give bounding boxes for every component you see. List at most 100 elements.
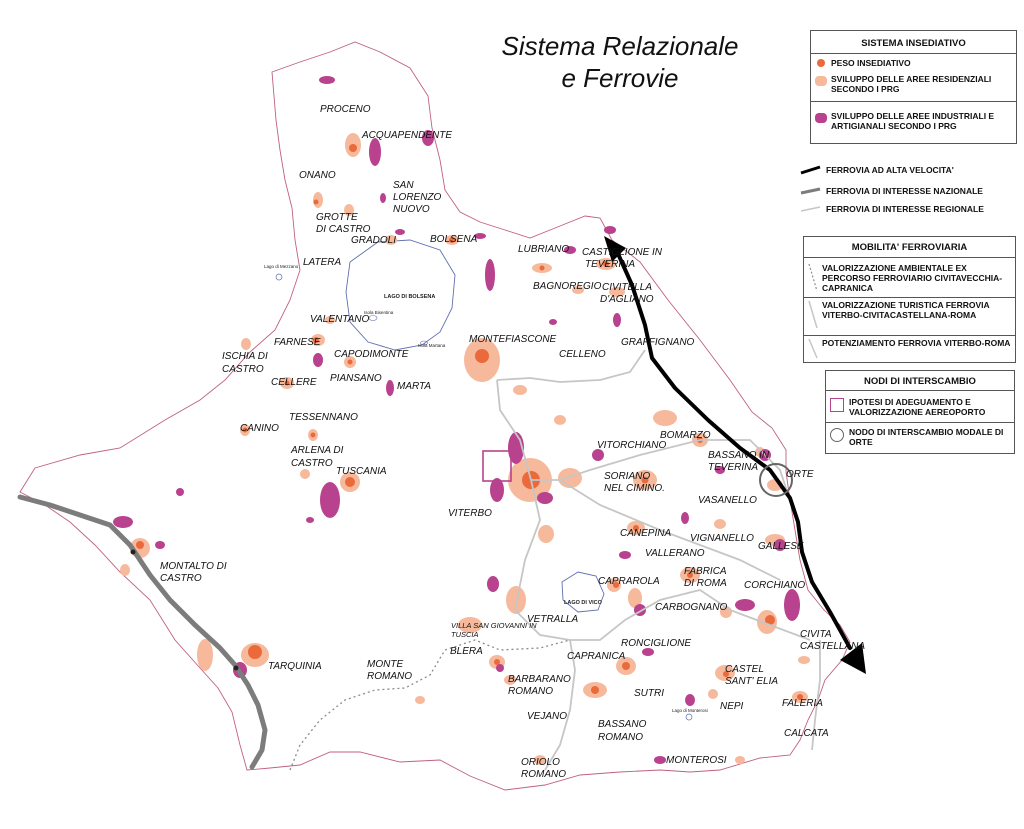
legend-label: NODO DI INTERSCAMBIO MODALE DI ORTE bbox=[849, 427, 1004, 447]
town-label: MARTA bbox=[397, 381, 431, 392]
isola-martana-label: Isola Martana bbox=[418, 343, 446, 348]
town-label: CAPRAROLA bbox=[598, 576, 660, 587]
legend-header: MOBILITA' FERROVIARIA bbox=[851, 242, 968, 253]
town-label: ROMANO bbox=[521, 769, 566, 780]
lake-mezzano-label: Lago di Mezzano bbox=[264, 264, 299, 269]
legend-label: PESO INSEDIATIVO bbox=[831, 58, 911, 68]
town-label: MONTE bbox=[367, 659, 403, 670]
airport-swatch-icon bbox=[830, 398, 844, 412]
town-label: VEJANO bbox=[527, 711, 567, 722]
map-title-line1: Sistema Relazionale bbox=[501, 31, 739, 61]
town-label: VETRALLA bbox=[527, 614, 578, 625]
ex-railway-civitavecchia-capranica bbox=[289, 639, 571, 771]
town-label: TUSCIA bbox=[451, 630, 479, 639]
town-label: SORIANO bbox=[604, 471, 650, 482]
town-label: GROTTE bbox=[316, 212, 358, 223]
lake-vico-label: LAGO DI VICO bbox=[564, 600, 603, 606]
town-label: BOMARZO bbox=[660, 430, 711, 441]
town-label: GALLESE bbox=[758, 541, 804, 552]
town-label: FABRICA bbox=[684, 566, 727, 577]
town-label: SUTRI bbox=[634, 688, 664, 699]
legend-rail-mobility: MOBILITA' FERROVIARIA VALORIZZAZIONE AMB… bbox=[803, 236, 1016, 363]
town-label: BOLSENA bbox=[430, 234, 478, 245]
town-label: CANEPINA bbox=[620, 528, 671, 539]
industrial-swatch-icon bbox=[815, 113, 827, 123]
town-label: GRAFFIGNANO bbox=[621, 337, 695, 348]
town-label: PROCENO bbox=[320, 104, 371, 115]
town-label: DI ROMA bbox=[684, 578, 727, 589]
town-label: CARBOGNANO bbox=[655, 602, 727, 613]
lake-bolsena bbox=[345, 239, 456, 351]
settlement-dots bbox=[136, 144, 803, 700]
town-label: SANT' ELIA bbox=[725, 676, 778, 687]
residential-areas bbox=[120, 133, 810, 765]
town-label: RONCIGLIONE bbox=[621, 638, 691, 649]
town-label: NUOVO bbox=[393, 204, 430, 215]
legend-label: SVILUPPO DELLE AREE RESIDENZIALI SECONDO… bbox=[831, 74, 992, 94]
town-label: CANINO bbox=[240, 423, 279, 434]
town-label: ORTE bbox=[786, 469, 814, 480]
town-label: D'AGLIANO bbox=[600, 294, 654, 305]
legend-label: POTENZIAMENTO FERROVIA VITERBO-ROMA bbox=[822, 338, 1011, 348]
town-label: TUSCANIA bbox=[336, 466, 387, 477]
legend-label: FERROVIA DI INTERESSE REGIONALE bbox=[826, 204, 984, 214]
town-label: CASTRO bbox=[160, 573, 202, 584]
town-label: VASANELLO bbox=[698, 495, 757, 506]
national-rail-swatch-icon bbox=[800, 187, 821, 195]
viterbo-airport-icon bbox=[482, 450, 512, 482]
legend-label: VALORIZZAZIONE TURISTICA FERROVIA VITERB… bbox=[822, 300, 990, 320]
town-label: BARBARANO bbox=[508, 674, 571, 685]
town-label: BASSANO bbox=[598, 719, 647, 730]
town-label: ROMANO bbox=[508, 686, 553, 697]
town-label: BASSANO IN bbox=[708, 450, 770, 461]
legend-settlement-system: SISTEMA INSEDIATIVO PESO INSEDIATIVO SVI… bbox=[810, 30, 1017, 144]
town-label: CASTIGLIONE IN bbox=[582, 247, 663, 258]
legend-header: SISTEMA INSEDIATIVO bbox=[861, 38, 966, 49]
high-speed-arrow-north-icon bbox=[604, 236, 626, 262]
ex-railway-dotted-swatch-icon bbox=[808, 263, 818, 292]
town-label: CALCATA bbox=[784, 728, 829, 739]
peso-insediativo-swatch-icon bbox=[817, 59, 825, 67]
town-label: CASTEL bbox=[725, 664, 764, 675]
town-label: TARQUINIA bbox=[268, 661, 322, 672]
legend-label: VALORIZZAZIONE AMBIENTALE EX PERCORSO FE… bbox=[822, 263, 1003, 293]
town-label: ACQUAPENDENTE bbox=[361, 130, 452, 141]
town-label: ROMANO bbox=[598, 732, 643, 743]
town-label: NEPI bbox=[720, 701, 744, 712]
legend-header: NODI DI INTERSCAMBIO bbox=[864, 376, 976, 387]
town-label: BAGNOREGIO bbox=[533, 281, 602, 292]
regional-rail-swatch-icon bbox=[800, 206, 821, 212]
town-label: VITERBO bbox=[448, 508, 492, 519]
town-label: VITORCHIANO bbox=[597, 440, 666, 451]
town-label: ROMANO bbox=[367, 671, 412, 682]
legend-interchange-nodes: NODI DI INTERSCAMBIO IPOTESI DI ADEGUAME… bbox=[825, 370, 1015, 454]
lake-vico bbox=[561, 571, 605, 613]
orte-node-swatch-icon bbox=[830, 428, 844, 442]
town-label: FARNESE bbox=[274, 337, 321, 348]
town-labels: PROCENO ACQUAPENDENTE ONANO SAN LORENZO … bbox=[160, 104, 865, 780]
isola-bisentina-icon bbox=[368, 315, 378, 321]
town-label: CORCHIANO bbox=[744, 580, 805, 591]
isola-martana-icon bbox=[420, 340, 428, 346]
viterbo-roma-railway-swatch-icon bbox=[808, 338, 818, 359]
town-label: ISCHIA DI bbox=[222, 351, 268, 362]
town-label: ONANO bbox=[299, 170, 336, 181]
town-label: FALERIA bbox=[782, 698, 823, 709]
town-label: LUBRIANO bbox=[518, 244, 569, 255]
map-title-line2: e Ferrovie bbox=[561, 63, 679, 93]
town-label: PIANSANO bbox=[330, 373, 382, 384]
town-label: TESSENNANO bbox=[289, 412, 358, 423]
town-label: ORIOLO bbox=[521, 757, 560, 768]
town-label: ARLENA DI bbox=[290, 445, 344, 456]
town-label: LORENZO bbox=[393, 192, 442, 203]
town-label: CASTELLANA bbox=[800, 641, 865, 652]
national-railway bbox=[17, 494, 268, 770]
province-boundary bbox=[19, 41, 851, 791]
town-label: MONTEROSI bbox=[666, 755, 727, 766]
town-label: VALENTANO bbox=[310, 314, 369, 325]
town-label: CIVITELLA bbox=[602, 282, 652, 293]
legend-label: FERROVIA AD ALTA VELOCITA' bbox=[826, 165, 954, 175]
legend-label: IPOTESI DI ADEGUAMENTO E VALORIZZAZIONE … bbox=[849, 397, 986, 417]
town-label: TEVERINA bbox=[708, 462, 758, 473]
